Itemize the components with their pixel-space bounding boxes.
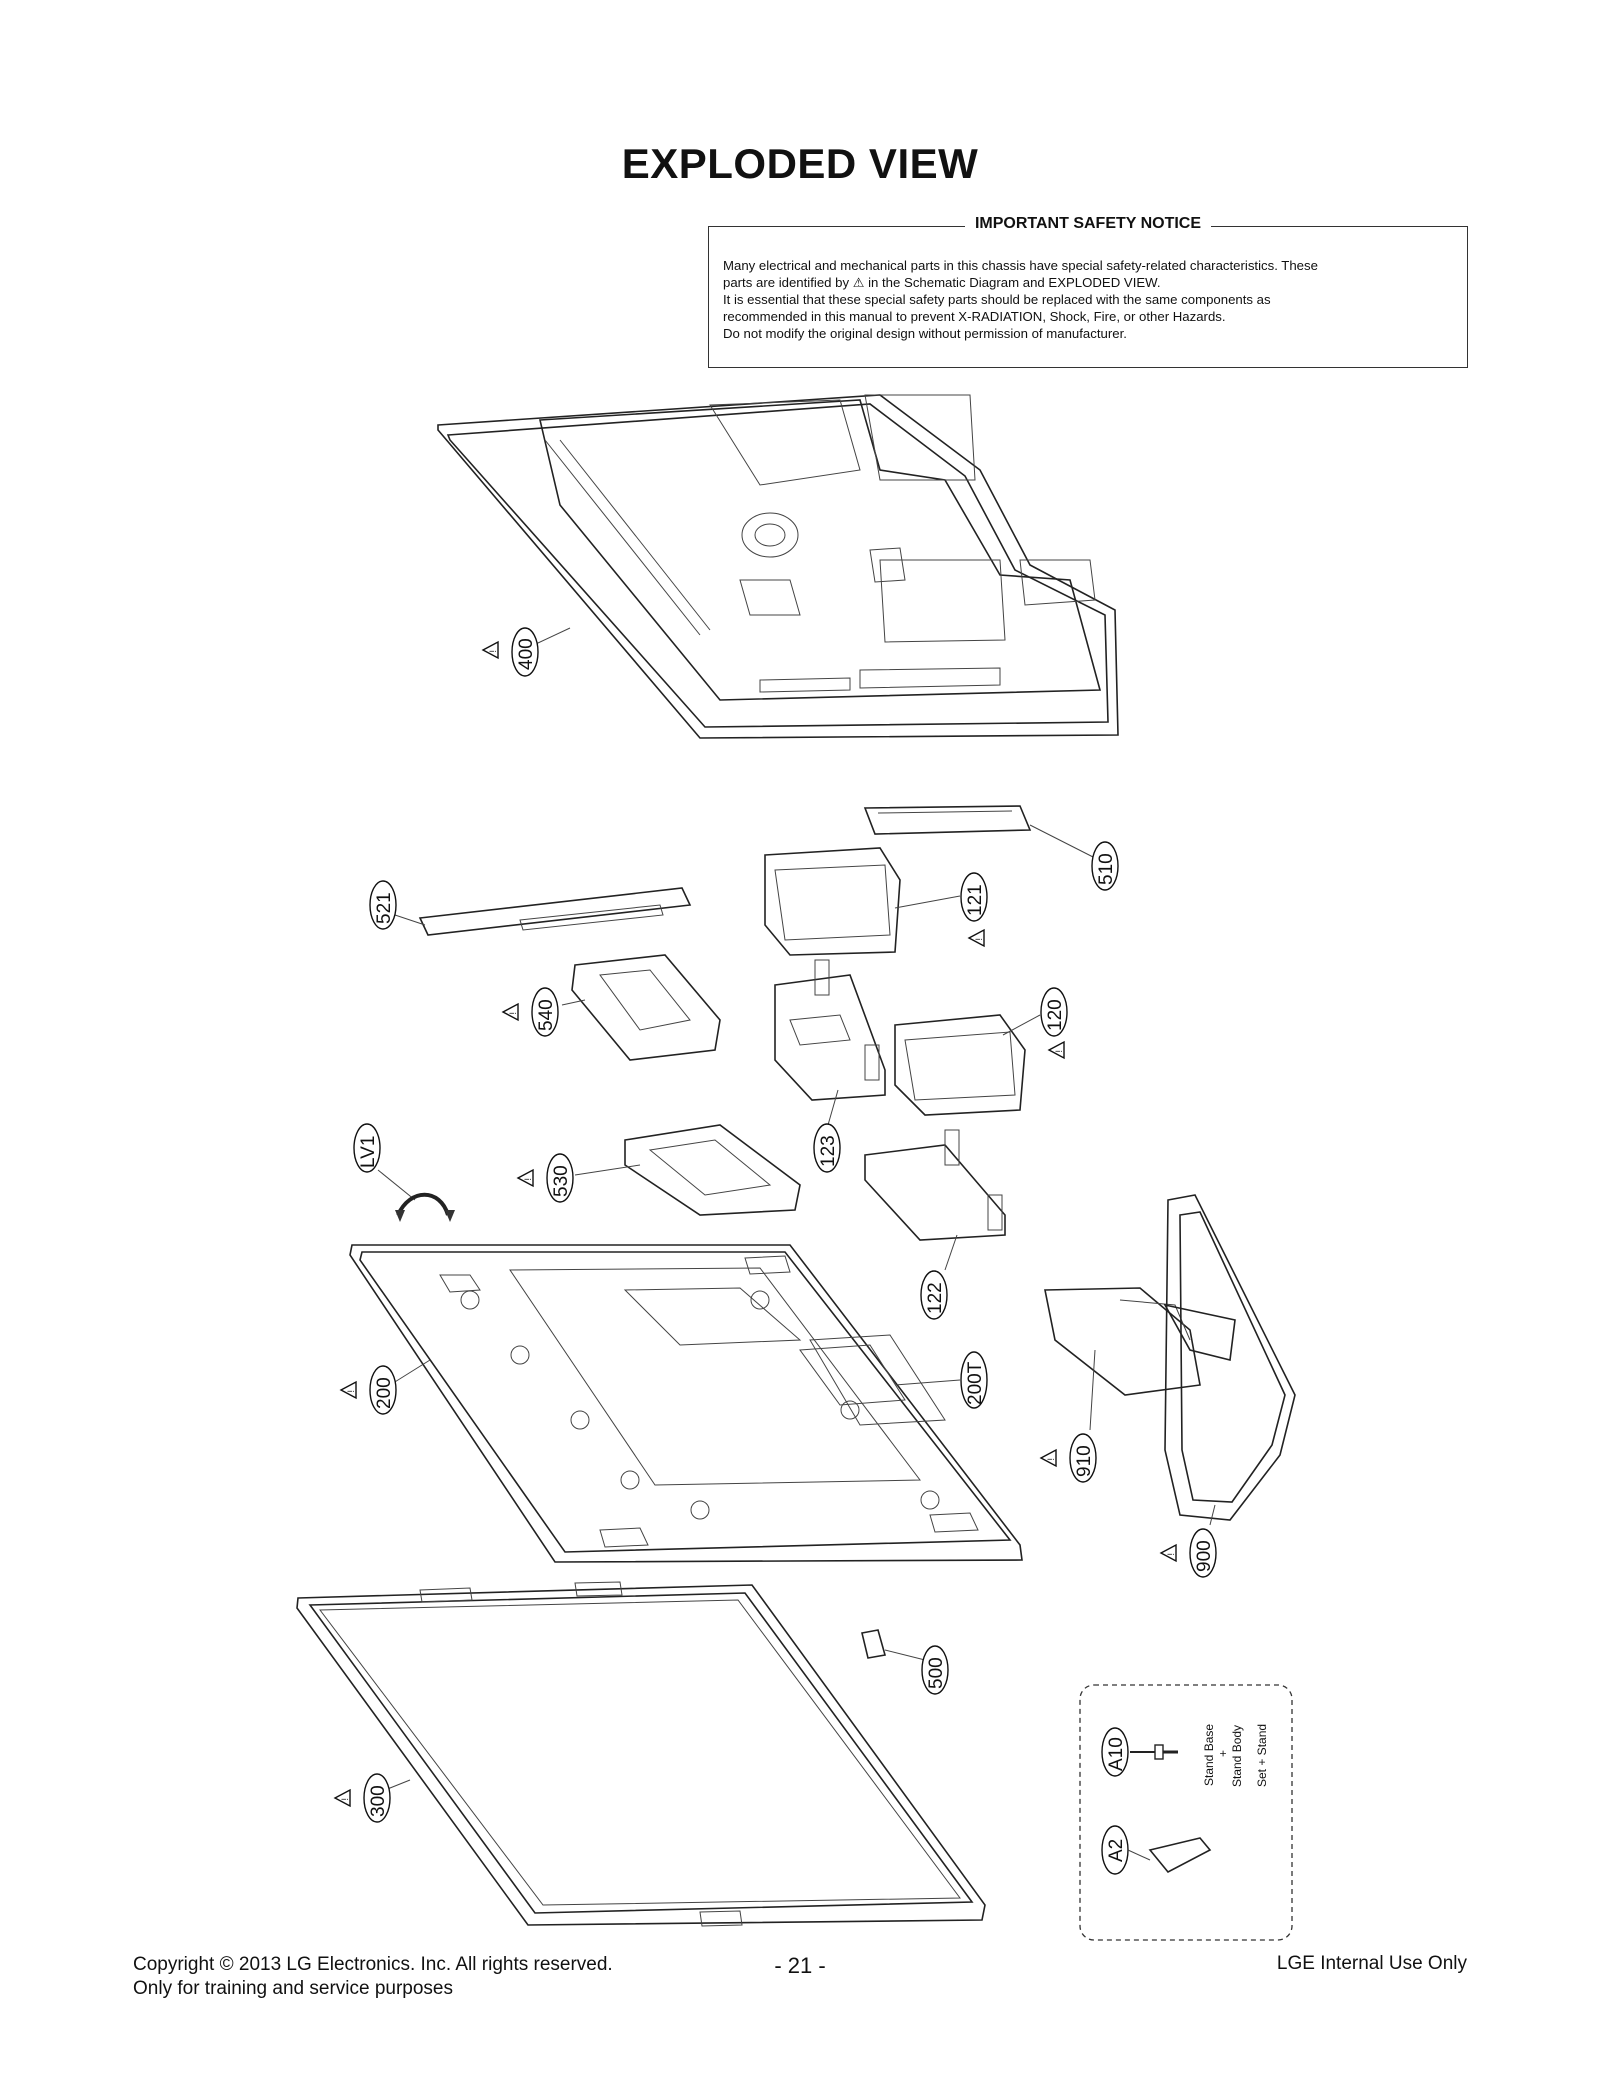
inset-stand-body: Stand Body [1230, 1725, 1244, 1787]
notice-line: parts are identified by ⚠ in the Schemat… [723, 275, 1161, 290]
part-200-chassis [349, 1244, 1023, 1563]
label-510: 510 [1096, 853, 1117, 885]
label-200T: 200T [965, 1361, 986, 1405]
part-label-circle [511, 627, 539, 677]
part-200T-shape [799, 1344, 906, 1406]
purpose-text: Only for training and service purposes [133, 1978, 453, 1999]
safety-notice-box: IMPORTANT SAFETY NOTICE Many electrical … [708, 215, 1468, 368]
label-300: 300 [368, 1785, 389, 1817]
internal-use-text: LGE Internal Use Only [1276, 1953, 1467, 1974]
part-510-shape [863, 805, 1032, 835]
inset-plus: + [1216, 1750, 1230, 1757]
label-A2: A2 [1106, 1839, 1127, 1862]
page-number: - 21 - [774, 1953, 826, 1978]
part-121-shape [764, 847, 901, 956]
label-200: 200 [374, 1377, 395, 1409]
label-521: 521 [374, 892, 395, 924]
stand-body-part [1044, 1287, 1236, 1396]
part-A2-shape [1148, 1837, 1212, 1874]
safety-notice-heading: IMPORTANT SAFETY NOTICE [709, 215, 1467, 233]
part-500-shape [861, 1629, 887, 1659]
safety-notice-body: Many electrical and mechanical parts in … [723, 257, 1453, 342]
label-120: 120 [1045, 999, 1066, 1031]
stand-base-part [1164, 1194, 1296, 1521]
notice-line: recommended in this manual to prevent X-… [723, 309, 1226, 324]
back-cover-part [437, 394, 1119, 739]
page-title: EXPLODED VIEW [621, 140, 979, 187]
part-530-board [624, 1124, 801, 1216]
warning-triangle-icon: ⚠ [852, 275, 865, 290]
part-123-bracket [774, 959, 886, 1101]
label-530: 530 [551, 1165, 572, 1197]
label-121: 121 [965, 884, 986, 916]
part-300-front-frame [296, 1581, 986, 1927]
footer-left: Copyright © 2013 LG Electronics. Inc. Al… [133, 1953, 613, 2001]
part-540-board [571, 954, 721, 1061]
notice-line: Many electrical and mechanical parts in … [723, 258, 1318, 273]
label-122: 122 [925, 1282, 946, 1314]
stand-assembly-inset [1079, 1684, 1293, 1941]
lv1-cable [396, 1192, 450, 1216]
label-500: 500 [926, 1657, 947, 1689]
notice-line: It is essential that these special safet… [723, 292, 1271, 307]
inset-set-stand: Set + Stand [1255, 1724, 1269, 1787]
label-400: 400 [516, 638, 537, 670]
label-LV1: LV1 [358, 1136, 379, 1168]
part-120-shape [894, 1014, 1026, 1116]
label-900: 900 [1194, 1540, 1215, 1572]
part-122-bracket [864, 1129, 1006, 1241]
screw-icon [1130, 1744, 1178, 1760]
copyright-text: Copyright © 2013 LG Electronics. Inc. Al… [133, 1954, 613, 1975]
inset-stand-base: Stand Base [1202, 1724, 1216, 1786]
label-A10: A10 [1106, 1737, 1127, 1771]
part-521-shape [418, 887, 692, 936]
notice-line: Do not modify the original design withou… [723, 326, 1127, 341]
label-540: 540 [536, 999, 557, 1031]
label-910: 910 [1074, 1445, 1095, 1477]
label-123: 123 [818, 1135, 839, 1167]
